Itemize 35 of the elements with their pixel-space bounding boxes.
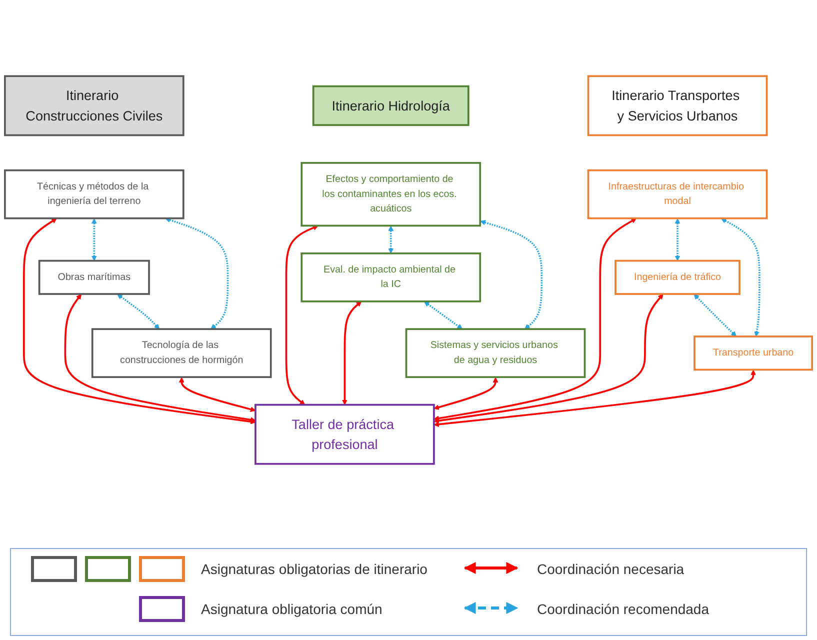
- node-box: Ingeniería de tráfico: [614, 260, 740, 295]
- arrow: [165, 217, 229, 330]
- arrow: [694, 294, 737, 337]
- legend-text: Asignaturas obligatorias de itinerario: [201, 561, 428, 577]
- arrow: [434, 218, 636, 422]
- arrow: [424, 301, 463, 330]
- node-box: Infraestructuras de intercambio modal: [587, 169, 768, 220]
- arrow: [91, 218, 97, 262]
- arrow: [388, 226, 394, 254]
- arrow: [285, 225, 318, 406]
- node-box: Tecnología de las construcciones de hormigón: [91, 328, 272, 378]
- node-box: Efectos y comportamiento de los contaminantes en los ecos. acuáticos: [300, 162, 482, 227]
- node-box: Itinerario Hidrología: [312, 85, 470, 126]
- node-box: Sistemas y servicios urbanos de agua y residuos: [405, 328, 586, 378]
- node-box: Obras marítimas: [38, 260, 150, 295]
- arrow: [342, 301, 362, 406]
- legend-text: Coordinación necesaria: [537, 561, 686, 577]
- arrow: [480, 220, 543, 330]
- arrow: [434, 370, 756, 428]
- arrow: [674, 218, 680, 262]
- node-box: Taller de práctica profesional: [254, 404, 435, 465]
- arrow: [117, 294, 160, 330]
- arrow: [178, 377, 256, 412]
- arrow: [64, 294, 256, 422]
- arrow: [434, 377, 498, 410]
- legend-text: Coordinación recomendada: [537, 601, 710, 617]
- arrow: [434, 294, 664, 424]
- node-box: Técnicas y métodos de la ingeniería del terreno: [4, 169, 184, 220]
- node-box: Itinerario Construcciones Civiles: [4, 75, 184, 136]
- arrow: [23, 218, 256, 424]
- legend-text: Asignatura obligatoria común: [201, 601, 384, 617]
- arrow: [720, 218, 760, 337]
- node-box: Transporte urbano: [694, 336, 813, 371]
- node-box: Itinerario Transportes y Servicios Urbanos: [587, 75, 768, 136]
- node-box: Eval. de impacto ambiental de la IC: [300, 252, 482, 302]
